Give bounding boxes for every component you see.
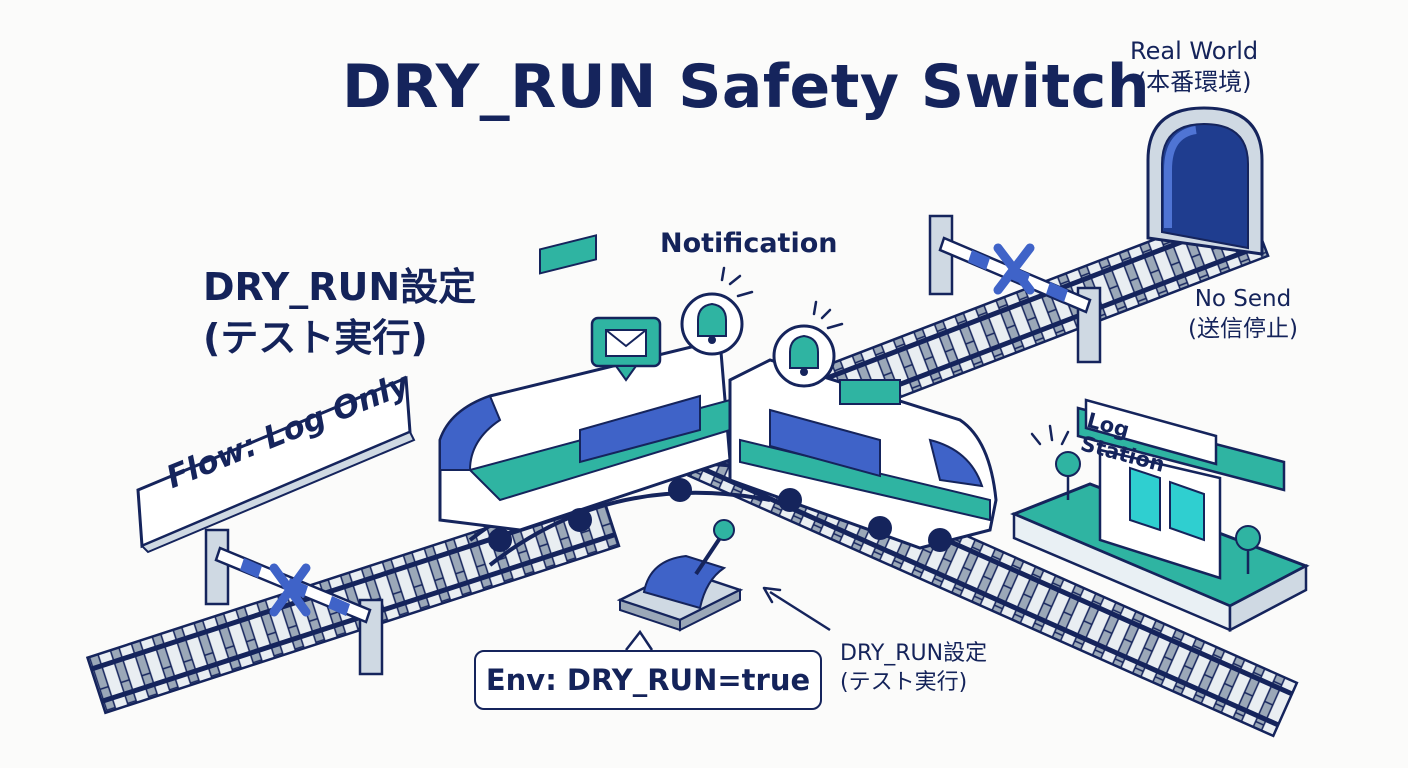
no-send-line2: (送信停止) bbox=[1188, 316, 1298, 343]
mail-icon bbox=[590, 316, 662, 382]
no-send-line1: No Send bbox=[1194, 286, 1292, 312]
flow-sign-board bbox=[136, 375, 416, 554]
bell-icon bbox=[680, 266, 754, 356]
dry-run-heading-line1: DRY_RUN設定 bbox=[203, 265, 477, 309]
log-station-building bbox=[1010, 398, 1310, 633]
lever-caption-line1: DRY_RUN設定 bbox=[840, 641, 988, 666]
page-title: DRY_RUN Safety Switch bbox=[342, 52, 1151, 122]
train-car-left bbox=[438, 234, 732, 552]
real-world-line1: Real World bbox=[1130, 37, 1259, 65]
env-callout: Env: DRY_RUN=true bbox=[474, 650, 822, 710]
lever-switch bbox=[616, 519, 831, 651]
lever-caption-line2: (テスト実行) bbox=[840, 669, 968, 695]
tunnel-portal bbox=[1146, 106, 1264, 256]
barrier-upper bbox=[928, 214, 1102, 364]
lever-caption: DRY_RUN設定 (テスト実行) bbox=[840, 640, 987, 697]
no-send-label: No Send (送信停止) bbox=[1188, 284, 1298, 345]
dry-run-heading-line2: (テスト実行) bbox=[203, 316, 428, 361]
real-world-line2: (本番環境) bbox=[1136, 68, 1252, 97]
notification-label: Notification bbox=[660, 228, 838, 259]
barrier-lower bbox=[204, 528, 384, 676]
real-world-label: Real World (本番環境) bbox=[1130, 36, 1258, 98]
dry-run-heading: DRY_RUN設定 (テスト実行) bbox=[203, 262, 476, 365]
bell-icon bbox=[772, 300, 844, 388]
train-car-right bbox=[728, 358, 998, 552]
